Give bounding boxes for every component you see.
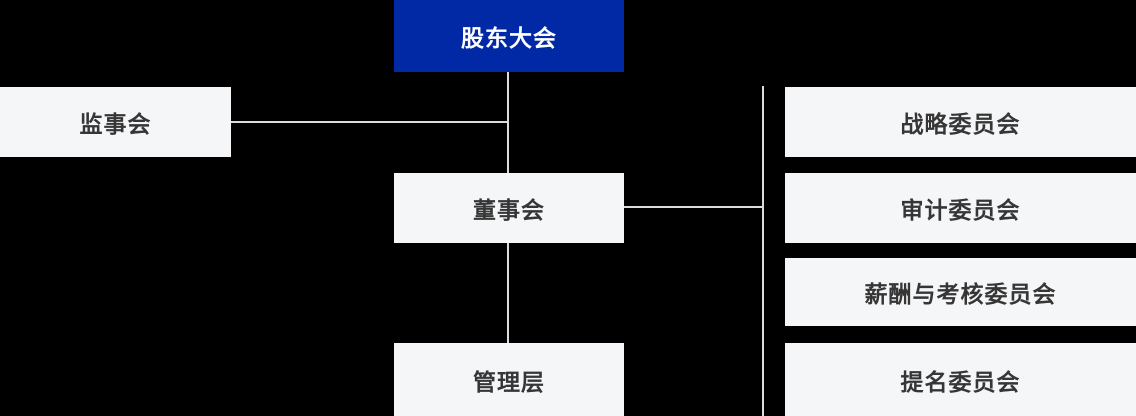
connector-board-to-committees bbox=[624, 206, 763, 208]
node-audit-committee-label: 审计委员会 bbox=[900, 197, 1021, 223]
node-management: 管理层 bbox=[394, 343, 624, 416]
node-supervisory-board: 监事会 bbox=[0, 87, 231, 157]
node-strategy-committee: 战略委员会 bbox=[785, 87, 1136, 157]
node-nomination-committee-label: 提名委员会 bbox=[900, 368, 1021, 395]
node-management-label: 管理层 bbox=[473, 368, 545, 395]
node-strategy-committee-label: 战略委员会 bbox=[900, 111, 1021, 137]
node-shareholders-meeting: 股东大会 bbox=[394, 0, 624, 72]
node-shareholders-meeting-label: 股东大会 bbox=[461, 25, 557, 51]
connector-committees-trunk bbox=[762, 86, 764, 416]
connector-shareholders-to-board bbox=[507, 72, 509, 173]
node-audit-committee: 审计委员会 bbox=[785, 173, 1136, 243]
node-board-of-directors-label: 董事会 bbox=[473, 197, 545, 223]
connector-board-to-management bbox=[507, 243, 509, 343]
node-remuneration-appraisal-committee-label: 薪酬与考核委员会 bbox=[864, 281, 1057, 307]
node-nomination-committee: 提名委员会 bbox=[785, 343, 1136, 416]
node-board-of-directors: 董事会 bbox=[394, 173, 624, 243]
node-remuneration-appraisal-committee: 薪酬与考核委员会 bbox=[785, 258, 1136, 326]
connector-supervisory-to-trunk bbox=[231, 121, 508, 123]
node-supervisory-board-label: 监事会 bbox=[79, 111, 152, 137]
